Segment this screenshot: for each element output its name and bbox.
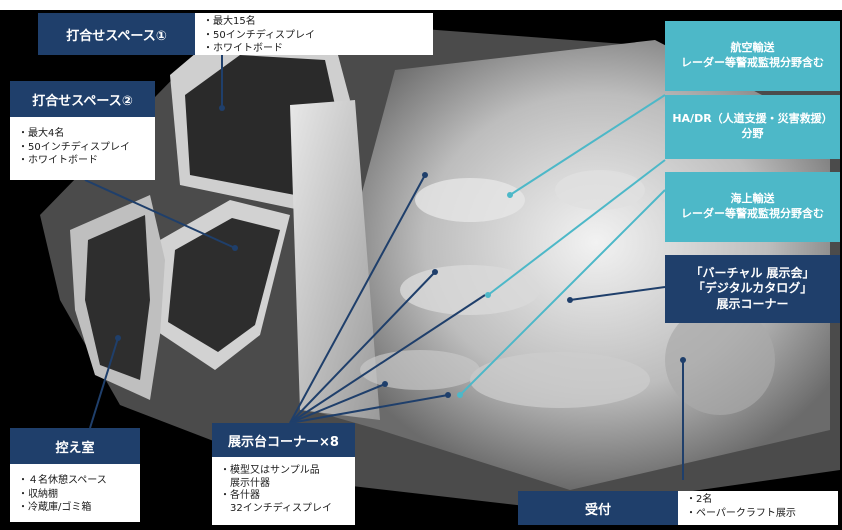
air-transport-line: 航空輸送 — [730, 41, 775, 55]
detail-line: ・４名休憩スペース — [18, 475, 107, 486]
sea-transport-line: 海上輸送 — [730, 192, 775, 206]
detail-line: ・模型又はサンプル品 — [220, 465, 320, 476]
detail-line: ・各什器 — [220, 490, 260, 501]
waiting-room-details: ・４名休憩スペース ・収納棚 ・冷蔵庫/ゴミ箱 — [10, 464, 140, 522]
virtual-exhibit-line: 展示コーナー — [716, 296, 789, 311]
meeting-space-1-details: ・最大15名 ・50インチディスプレイ ・ホワイトボード — [195, 13, 433, 55]
detail-line: 32インチディスプレイ — [220, 502, 333, 514]
virtual-exhibit-label: 「バーチャル 展示会」 「デジタルカタログ」 展示コーナー — [665, 255, 840, 323]
detail-line: ・ホワイトボード — [203, 43, 283, 54]
reception-details: ・2名 ・ペーパークラフト展示 — [678, 491, 838, 525]
display-corner-title: 展示台コーナー×8 — [228, 434, 339, 450]
waiting-room-title: 控え室 — [55, 440, 95, 456]
air-transport-label: 航空輸送 レーダー等警戒監視分野含む — [665, 21, 840, 91]
hadr-line: 分野 — [741, 127, 764, 140]
detail-line: ・収納棚 — [18, 488, 58, 500]
reception-title: 受付 — [584, 502, 611, 518]
detail-line: ・50インチディスプレイ — [18, 141, 131, 153]
hadr-label: HA/DR（人道支援・災害救援） 分野 — [665, 95, 840, 159]
meeting-space-1-label: 打合せスペース① — [38, 13, 195, 55]
detail-line: ・最大4名 — [18, 128, 65, 139]
virtual-exhibit-line: 「バーチャル 展示会」 — [690, 265, 815, 280]
virtual-exhibit-line: 「デジタルカタログ」 — [692, 281, 813, 296]
display-corner-label: 展示台コーナー×8 — [212, 423, 355, 457]
hadr-line: HA/DR（人道支援・災害救援） — [672, 112, 833, 126]
air-transport-line: レーダー等警戒監視分野含む — [681, 56, 824, 69]
detail-line: ・2名 — [686, 494, 713, 505]
display-corner-details: ・模型又はサンプル品 展示什器 ・各什器 32インチディスプレイ — [212, 457, 355, 525]
detail-line: ・最大15名 — [203, 16, 256, 27]
detail-line: ・ホワイトボード — [18, 155, 98, 166]
sea-transport-line: レーダー等警戒監視分野含む — [681, 207, 824, 220]
meeting-space-2-title: 打合せスペース② — [32, 93, 133, 109]
sea-transport-label: 海上輸送 レーダー等警戒監視分野含む — [665, 172, 840, 242]
detail-line: 展示什器 — [220, 477, 270, 489]
meeting-space-1-title: 打合せスペース① — [66, 28, 167, 44]
meeting-space-2-label: 打合せスペース② — [10, 81, 155, 117]
meeting-space-2-details: ・最大4名 ・50インチディスプレイ ・ホワイトボード — [10, 117, 155, 180]
detail-line: ・冷蔵庫/ゴミ箱 — [18, 502, 92, 513]
reception-label: 受付 — [518, 491, 678, 525]
detail-line: ・50インチディスプレイ — [203, 29, 316, 41]
detail-line: ・ペーパークラフト展示 — [686, 507, 796, 519]
waiting-room-label: 控え室 — [10, 428, 140, 464]
